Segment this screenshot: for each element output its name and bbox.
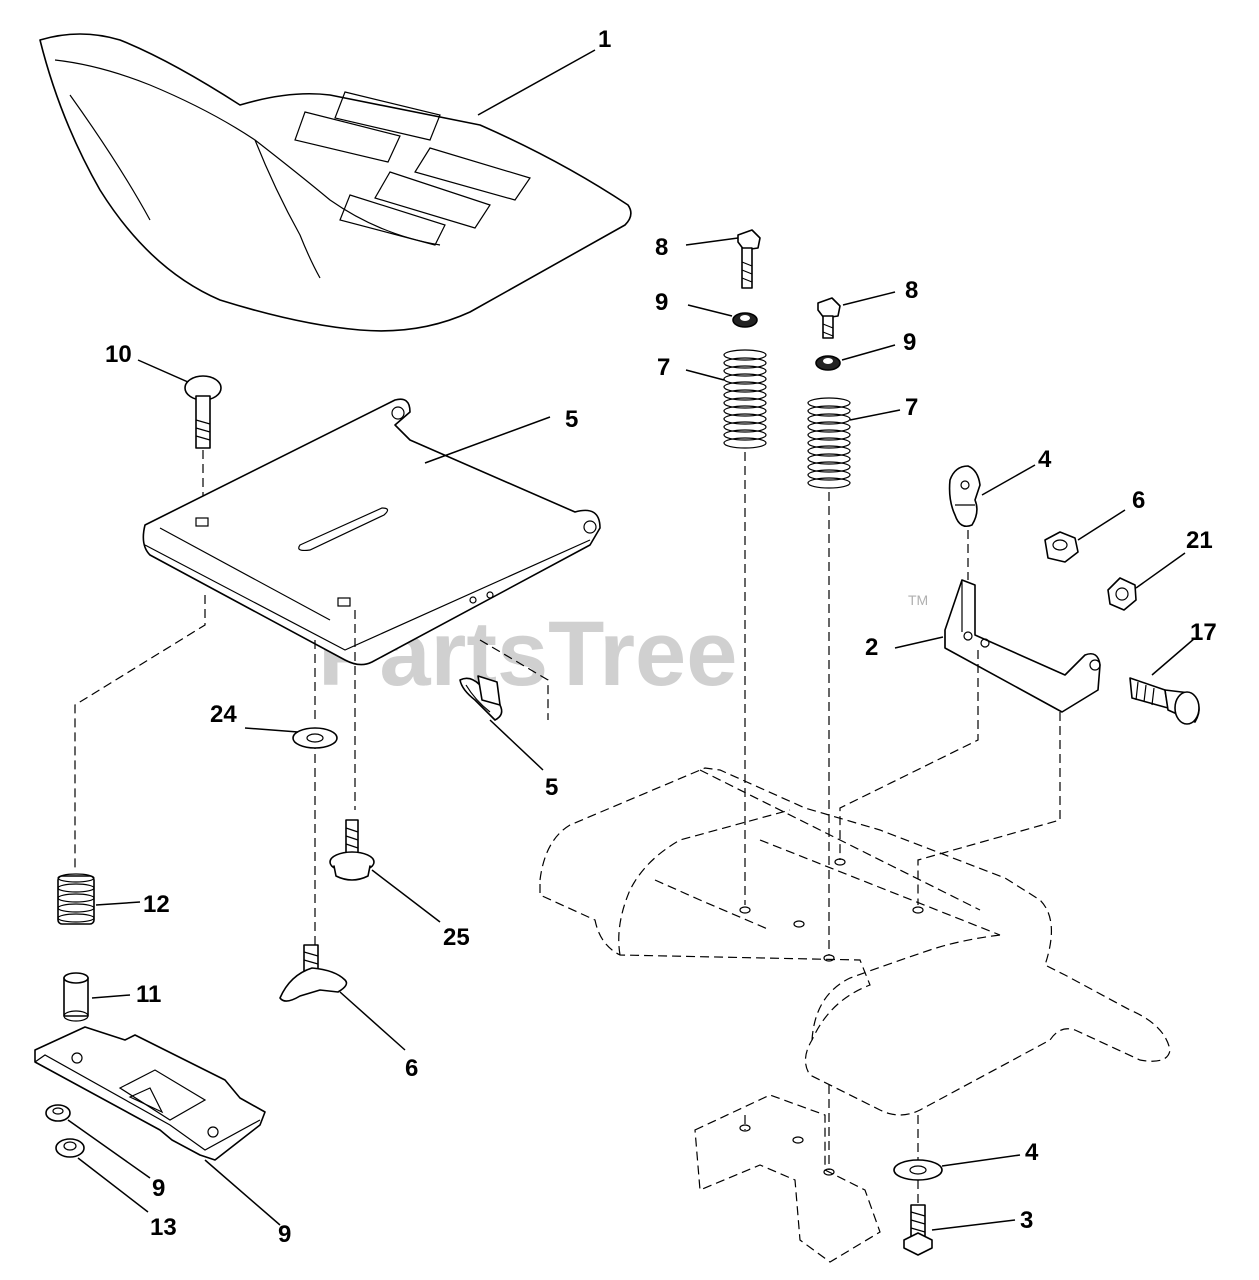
shoulder-bolt-21-part[interactable]: [1129, 677, 1200, 725]
callout-5-right: 4: [1038, 446, 1052, 473]
chassis-reference: [539, 767, 1171, 1263]
spring-16-part[interactable]: [57, 873, 95, 925]
hex-bolt-part[interactable]: [903, 1204, 933, 1256]
washer-9-left-part[interactable]: [732, 312, 758, 328]
callout-7-left: 7: [657, 354, 670, 381]
callout-22: 21: [1186, 527, 1213, 554]
bolt-8-right-part[interactable]: [817, 297, 841, 339]
spring-7-left-part[interactable]: [723, 349, 767, 450]
leader-25: [371, 869, 441, 923]
leader-4: [941, 1154, 1021, 1167]
callout-21: 17: [1190, 619, 1217, 646]
nut-17-part[interactable]: [55, 1138, 85, 1158]
leader-8-right: [842, 291, 896, 306]
washer-9-right-part[interactable]: [815, 355, 841, 371]
leader-10: [424, 416, 551, 464]
leader-16: [95, 901, 141, 906]
leader-15: [91, 994, 131, 999]
callout-17: 13: [150, 1214, 177, 1241]
nut-22-part[interactable]: [1107, 577, 1137, 611]
nut-13-part[interactable]: [45, 1104, 71, 1122]
leader-5-right: [981, 464, 1036, 496]
leader-5-left: [489, 719, 544, 771]
lock-nut-part[interactable]: [1044, 531, 1079, 563]
leader-9-left: [687, 304, 733, 317]
callout-25: 25: [443, 924, 470, 951]
callout-7-right: 7: [905, 394, 918, 421]
leader-22: [1135, 552, 1186, 589]
carriage-bolt-part[interactable]: [184, 375, 222, 449]
leader-17: [77, 1157, 149, 1213]
bracket-part[interactable]: [944, 579, 1101, 713]
clip-left-part[interactable]: [459, 675, 503, 721]
callout-11: 6: [405, 1055, 418, 1082]
callout-8-right: 8: [905, 277, 918, 304]
knob-part[interactable]: [279, 944, 348, 1002]
leader-11: [339, 991, 406, 1051]
seat-part[interactable]: [39, 33, 632, 332]
callout-10: 5: [565, 406, 578, 433]
leader-9-right: [841, 344, 896, 361]
shoulder-bolt-part[interactable]: [329, 819, 375, 881]
callout-9-right: 9: [903, 329, 916, 356]
leader-24: [244, 727, 299, 733]
callout-15: 11: [136, 981, 161, 1008]
callout-9-left: 9: [655, 289, 668, 316]
callout-5-left: 5: [545, 774, 558, 801]
leader-1: [477, 49, 596, 116]
callout-14: 10: [105, 341, 132, 368]
leader-13: [67, 1119, 151, 1179]
watermark-trademark: TM: [908, 592, 928, 608]
leader-6: [1077, 509, 1126, 541]
callout-4: 4: [1025, 1139, 1039, 1166]
seat-pan-part[interactable]: [142, 398, 601, 666]
clip-right-part[interactable]: [948, 465, 981, 528]
bolt-8-left-part[interactable]: [737, 229, 761, 289]
callout-1: 1: [598, 26, 611, 53]
washer-4-part[interactable]: [893, 1159, 943, 1181]
callout-12: 9: [278, 1221, 291, 1248]
callout-16: 12: [143, 891, 170, 918]
leader-7-right: [849, 409, 901, 421]
leader-3: [931, 1219, 1016, 1231]
callout-2: 2: [865, 634, 878, 661]
callout-3: 3: [1020, 1207, 1033, 1234]
leader-7-left: [685, 369, 725, 381]
leader-2: [894, 636, 944, 649]
slide-plate-part[interactable]: [34, 1026, 266, 1161]
leader-8-left: [685, 237, 739, 246]
callout-24: 24: [210, 701, 237, 728]
callout-6: 6: [1132, 487, 1145, 514]
callout-13: 9: [152, 1175, 165, 1202]
callout-8-left: 8: [655, 234, 668, 261]
leader-12: [204, 1159, 281, 1226]
washer-24-part[interactable]: [292, 727, 338, 749]
bushing-part[interactable]: [63, 972, 89, 1022]
leader-21: [1151, 637, 1196, 676]
leader-14: [137, 359, 189, 383]
spring-7-right-part[interactable]: [807, 397, 851, 490]
